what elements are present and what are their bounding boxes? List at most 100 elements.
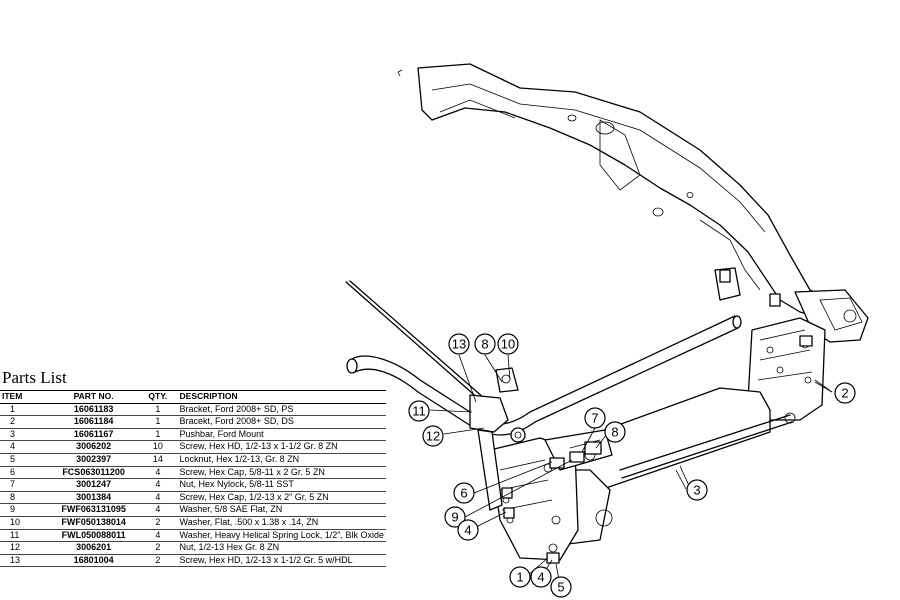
callout-label: 6 — [460, 486, 467, 501]
cell-part-no: 16061183 — [49, 403, 139, 417]
callout-7: 7 — [584, 407, 606, 429]
cell-description: Screw, Hex HD, 1/2-13 x 1-1/2 Gr. 5 w/HD… — [177, 554, 386, 568]
frame-rail — [397, 63, 869, 343]
callout-11: 11 — [408, 400, 430, 422]
callout-4: 4 — [457, 519, 479, 541]
callout-4b: 4 — [530, 566, 552, 588]
leader-lines — [429, 354, 833, 586]
cell-item: 3 — [0, 428, 50, 442]
cell-part-no: 3002397 — [49, 453, 139, 467]
parts-table-header: ITEM PART NO. QTY. DESCRIPTION — [0, 390, 386, 404]
callout-label: 11 — [412, 404, 426, 419]
cell-description: Screw, Hex HD, 1/2-13 x 1-1/2 Gr. 8 ZN — [177, 440, 386, 454]
cell-part-no: 16801004 — [49, 554, 139, 568]
cell-qty: 4 — [138, 503, 178, 517]
callout-9: 9 — [444, 506, 466, 528]
cell-part-no: 3006202 — [49, 440, 139, 454]
cell-description: Washer, Heavy Helical Spring Lock, 1/2",… — [177, 529, 386, 543]
callout-2: 2 — [834, 382, 856, 404]
cell-description: Washer, 5/8 SAE Flat, ZN — [177, 503, 386, 517]
cell-item: 11 — [0, 529, 50, 543]
cell-item: 2 — [0, 415, 50, 429]
header-part-no: PART NO. — [49, 390, 139, 404]
cell-description: Screw, Hex Cap, 1/2-13 x 2" Gr. 5 ZN — [177, 491, 386, 505]
header-item: ITEM — [0, 390, 50, 404]
cell-part-no: 3001247 — [49, 478, 139, 492]
callout-label: 3 — [693, 483, 700, 498]
cell-description: Screw, Hex Cap, 5/8-11 x 2 Gr. 5 ZN — [177, 466, 386, 480]
callout-label: 2 — [841, 386, 848, 401]
callout-8b: 8 — [604, 421, 626, 443]
cell-qty: 1 — [138, 403, 178, 417]
link-bracket — [469, 367, 526, 511]
cell-item: 5 — [0, 453, 50, 467]
callout-3: 3 — [686, 479, 708, 501]
cell-item: 13 — [0, 554, 50, 568]
cell-part-no: 3001384 — [49, 491, 139, 505]
cell-qty: 4 — [138, 491, 178, 505]
callout-label: 5 — [557, 580, 564, 595]
callout-12: 12 — [422, 425, 444, 447]
cell-qty: 1 — [138, 415, 178, 429]
cell-qty: 2 — [138, 541, 178, 555]
callout-5: 5 — [550, 576, 572, 598]
cell-qty: 2 — [138, 554, 178, 568]
cell-description: Locknut, Hex 1/2-13, Gr. 8 ZN — [177, 453, 386, 467]
rod — [345, 280, 485, 401]
cell-item: 7 — [0, 478, 50, 492]
parts-list: Parts List ITEM PART NO. QTY. DESCRIPTIO… — [0, 368, 386, 568]
cell-qty: 10 — [138, 440, 178, 454]
callout-label: 10 — [501, 337, 515, 352]
callout-label: 4 — [537, 570, 544, 585]
cell-part-no: FWF050138014 — [49, 516, 139, 530]
cell-description: Nut, Hex Nylock, 5/8-11 SST — [177, 478, 386, 492]
callout-label: 13 — [452, 337, 466, 352]
cell-part-no: 16061167 — [49, 428, 139, 442]
cell-description: Pushbar, Ford Mount — [177, 428, 386, 442]
cell-item: 1 — [0, 403, 50, 417]
cell-part-no: 16061184 — [49, 415, 139, 429]
cell-description: Nut, 1/2-13 Hex Gr. 8 ZN — [177, 541, 386, 555]
callout-label: 8 — [611, 425, 618, 440]
cell-part-no: FWF063131095 — [49, 503, 139, 517]
cell-item: 12 — [0, 541, 50, 555]
callout-label: 12 — [426, 429, 440, 444]
cell-item: 10 — [0, 516, 50, 530]
cell-qty: 4 — [138, 478, 178, 492]
callout-8: 8 — [474, 333, 496, 355]
cell-item: 6 — [0, 466, 50, 480]
callout-label: 4 — [464, 523, 471, 538]
cell-qty: 4 — [138, 529, 178, 543]
cell-item: 8 — [0, 491, 50, 505]
callout-label: 8 — [481, 337, 488, 352]
cell-item: 4 — [0, 440, 50, 454]
callout-1: 1 — [509, 566, 531, 588]
parts-list-title: Parts List — [2, 368, 67, 387]
callout-label: 7 — [591, 411, 598, 426]
cell-qty: 1 — [138, 428, 178, 442]
header-description: DESCRIPTION — [177, 390, 386, 404]
cell-qty: 4 — [138, 466, 178, 480]
cell-description: Bracket, Ford 2008+ SD, PS — [177, 403, 386, 417]
cell-item: 9 — [0, 503, 50, 517]
cell-description: Washer, Flat, .500 x 1.38 x .14, ZN — [177, 516, 386, 530]
cell-part-no: FCS063011200 — [49, 466, 139, 480]
callout-6: 6 — [453, 482, 475, 504]
callout-10: 10 — [497, 333, 519, 355]
cell-part-no: FWL050088011 — [49, 529, 139, 543]
cell-description: Bracekt, Ford 2008+ SD, DS — [177, 415, 386, 429]
header-qty: QTY. — [138, 390, 178, 404]
